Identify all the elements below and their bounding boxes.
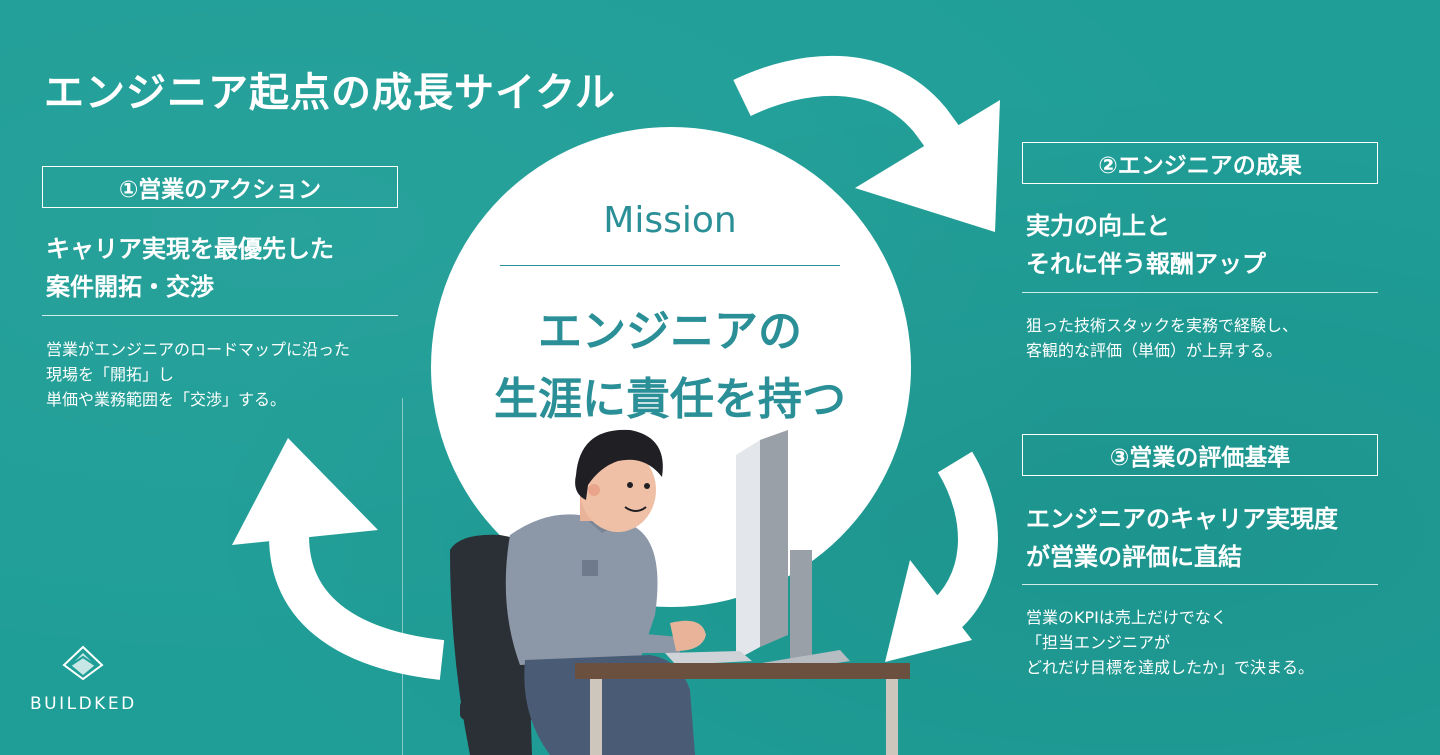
buildked-logo-icon	[62, 645, 104, 681]
step3-headline-line-2: が営業の評価に直結	[1026, 543, 1242, 571]
step1-label-box: ①営業のアクション	[42, 166, 398, 208]
step2-divider	[1022, 292, 1378, 293]
step3-label: ③営業の評価基準	[1109, 445, 1291, 471]
step2-headline: 実力の向上と それに伴う報酬アップ	[1026, 207, 1266, 283]
step1-divider	[42, 315, 398, 316]
step2-body: 狙った技術スタックを実務で経験し、 客観的な評価（単価）が上昇する。	[1026, 313, 1298, 363]
arrow-top-icon	[733, 55, 1000, 232]
step2-headline-line-2: それに伴う報酬アップ	[1026, 250, 1266, 278]
step3-body-line-2: 「担当エンジニアが	[1026, 633, 1171, 652]
step3-body-line-3: どれだけ目標を達成したか」で決まる。	[1026, 658, 1315, 677]
step1-body-line-3: 単価や業務範囲を「交渉」する。	[46, 390, 287, 409]
step1-body-line-1: 営業がエンジニアのロードマップに沿った	[46, 340, 351, 359]
step2-headline-line-1: 実力の向上と	[1026, 212, 1170, 240]
step2-label-box: ②エンジニアの成果	[1022, 142, 1378, 184]
step2-body-line-1: 狙った技術スタックを実務で経験し、	[1026, 316, 1299, 335]
step3-divider	[1022, 584, 1378, 585]
step1-headline-line-2: 案件開拓・交渉	[46, 273, 214, 301]
desk-icon	[575, 663, 910, 755]
step3-headline: エンジニアのキャリア実現度 が営業の評価に直結	[1026, 500, 1338, 576]
mission-label: Mission	[603, 200, 737, 241]
step1-headline-line-1: キャリア実現を最優先した	[46, 235, 334, 263]
vertical-divider	[402, 398, 403, 755]
person-head-icon	[575, 429, 663, 532]
mission-line-1: エンジニアの	[538, 306, 802, 357]
arrow-left-icon	[232, 438, 445, 680]
step3-label-box: ③営業の評価基準	[1022, 434, 1378, 476]
step1-label: ①営業のアクション	[118, 177, 322, 203]
step1-body-line-2: 現場を「開拓」し	[46, 365, 175, 384]
keyboard-icon	[665, 651, 752, 665]
step1-body: 営業がエンジニアのロードマップに沿った 現場を「開拓」し 単価や業務範囲を「交渉…	[46, 337, 350, 412]
step3-body-line-1: 営業のKPIは売上だけでなく	[1026, 608, 1227, 627]
logo-text: BUILDKED	[30, 694, 137, 714]
page-title: エンジニア起点の成長サイクル	[44, 70, 616, 116]
step2-body-line-2: 客観的な評価（単価）が上昇する。	[1026, 341, 1283, 360]
engineer-illustration	[450, 429, 910, 755]
step3-body: 営業のKPIは売上だけでなく 「担当エンジニアが どれだけ目標を達成したか」で決…	[1026, 605, 1314, 680]
mission-circle	[431, 127, 911, 607]
mission-divider	[500, 265, 840, 266]
step1-headline: キャリア実現を最優先した 案件開拓・交渉	[46, 230, 334, 306]
arrow-right-icon	[885, 451, 998, 662]
person-body-icon	[505, 507, 706, 755]
step2-label: ②エンジニアの成果	[1098, 153, 1302, 179]
monitor-icon	[736, 430, 850, 675]
mission-statement: エンジニアの 生涯に責任を持つ	[450, 298, 890, 434]
mission-line-2: 生涯に責任を持つ	[494, 374, 846, 425]
step3-headline-line-1: エンジニアのキャリア実現度	[1026, 505, 1338, 533]
